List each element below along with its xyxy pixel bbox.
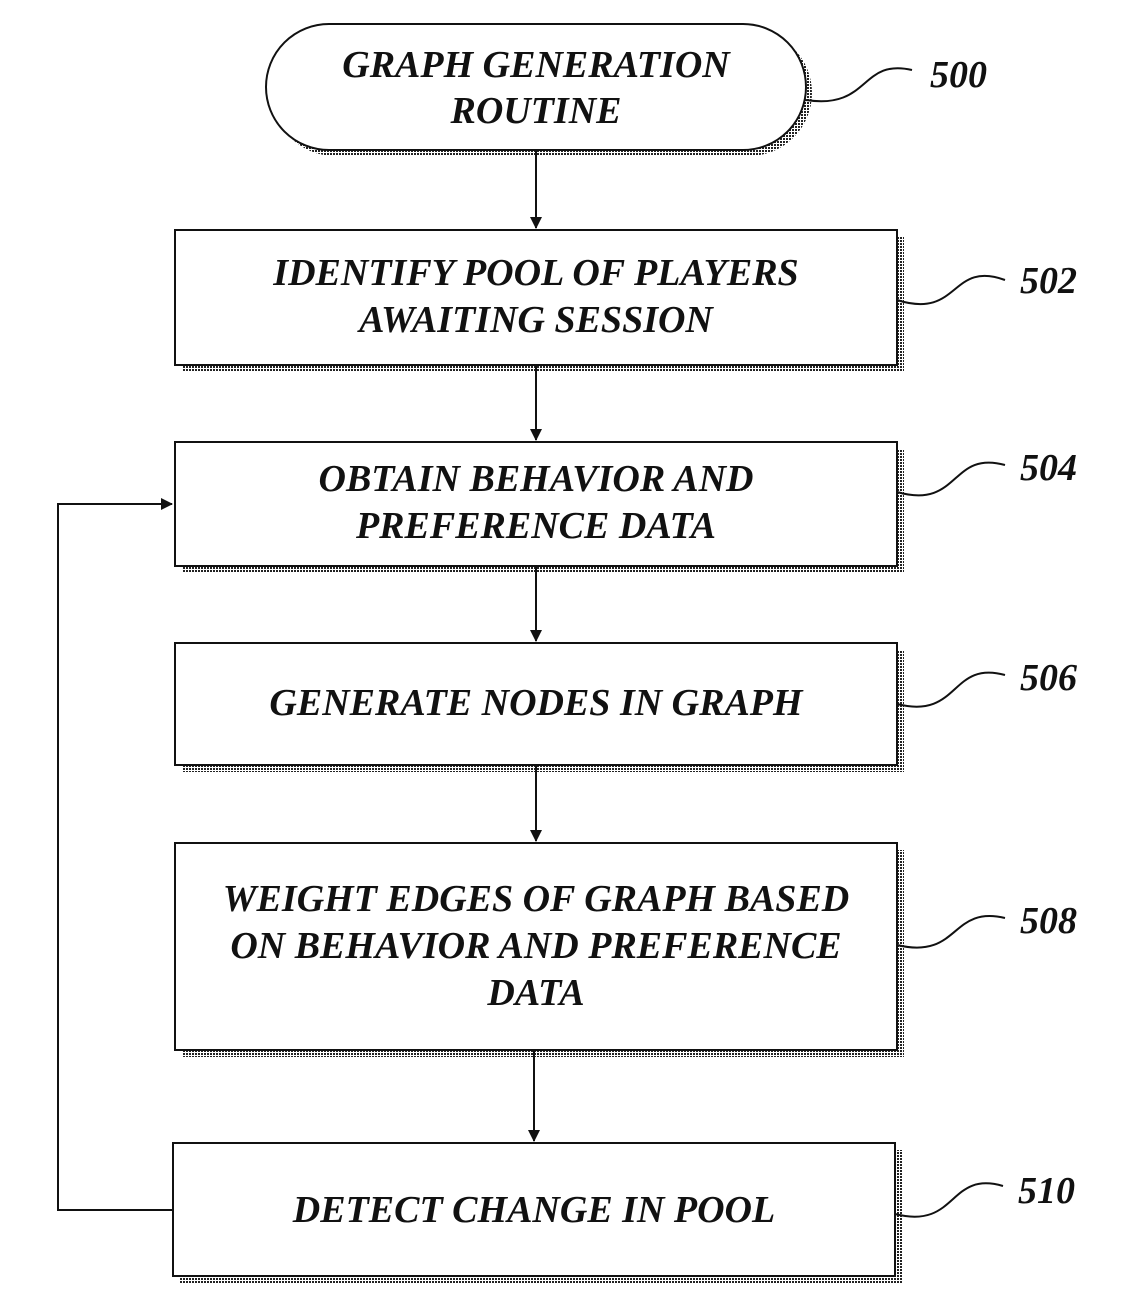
step-508-label-line-1: WEIGHT EDGES OF GRAPH BASED <box>223 878 849 920</box>
step-504-label-line-2: PREFERENCE DATA <box>355 505 716 547</box>
ref-number-510: 510 <box>1018 1170 1075 1212</box>
start-label-line-2: ROUTINE <box>449 90 621 132</box>
process-box-510: DETECT CHANGE IN POOL <box>172 1142 902 1283</box>
process-box-504: OBTAIN BEHAVIOR AND PREFERENCE DATA <box>174 441 904 573</box>
step-506-label-line-1: GENERATE NODES IN GRAPH <box>269 682 804 724</box>
ref-leader-510 <box>894 1182 1004 1218</box>
start-label-line-1: GRAPH GENERATION <box>342 44 731 86</box>
ref-leader-502 <box>896 274 1006 306</box>
ref-number-500: 500 <box>930 54 987 96</box>
process-box-506: GENERATE NODES IN GRAPH <box>174 642 904 772</box>
step-502-label-line-2: AWAITING SESSION <box>357 299 714 341</box>
process-box-502: IDENTIFY POOL OF PLAYERS AWAITING SESSIO… <box>174 229 904 372</box>
ref-number-504: 504 <box>1020 447 1077 489</box>
step-508-label-line-3: DATA <box>486 972 584 1014</box>
ref-leader-504 <box>896 461 1006 497</box>
ref-number-506: 506 <box>1020 657 1077 699</box>
start-terminator: GRAPH GENERATION ROUTINE <box>265 23 812 156</box>
ref-leader-506 <box>896 671 1006 708</box>
ref-leader-500 <box>805 67 913 103</box>
process-box-508: WEIGHT EDGES OF GRAPH BASED ON BEHAVIOR … <box>174 842 904 1057</box>
step-504-label-line-1: OBTAIN BEHAVIOR AND <box>319 458 754 500</box>
ref-number-508: 508 <box>1020 900 1077 942</box>
ref-leader-508 <box>896 915 1006 949</box>
step-510-label-line-1: DETECT CHANGE IN POOL <box>292 1189 775 1231</box>
step-508-label-line-2: ON BEHAVIOR AND PREFERENCE <box>230 925 841 967</box>
step-502-label-line-1: IDENTIFY POOL OF PLAYERS <box>272 252 798 294</box>
ref-number-502: 502 <box>1020 260 1077 302</box>
loop-back-arrow-510-to-504 <box>57 498 173 1211</box>
